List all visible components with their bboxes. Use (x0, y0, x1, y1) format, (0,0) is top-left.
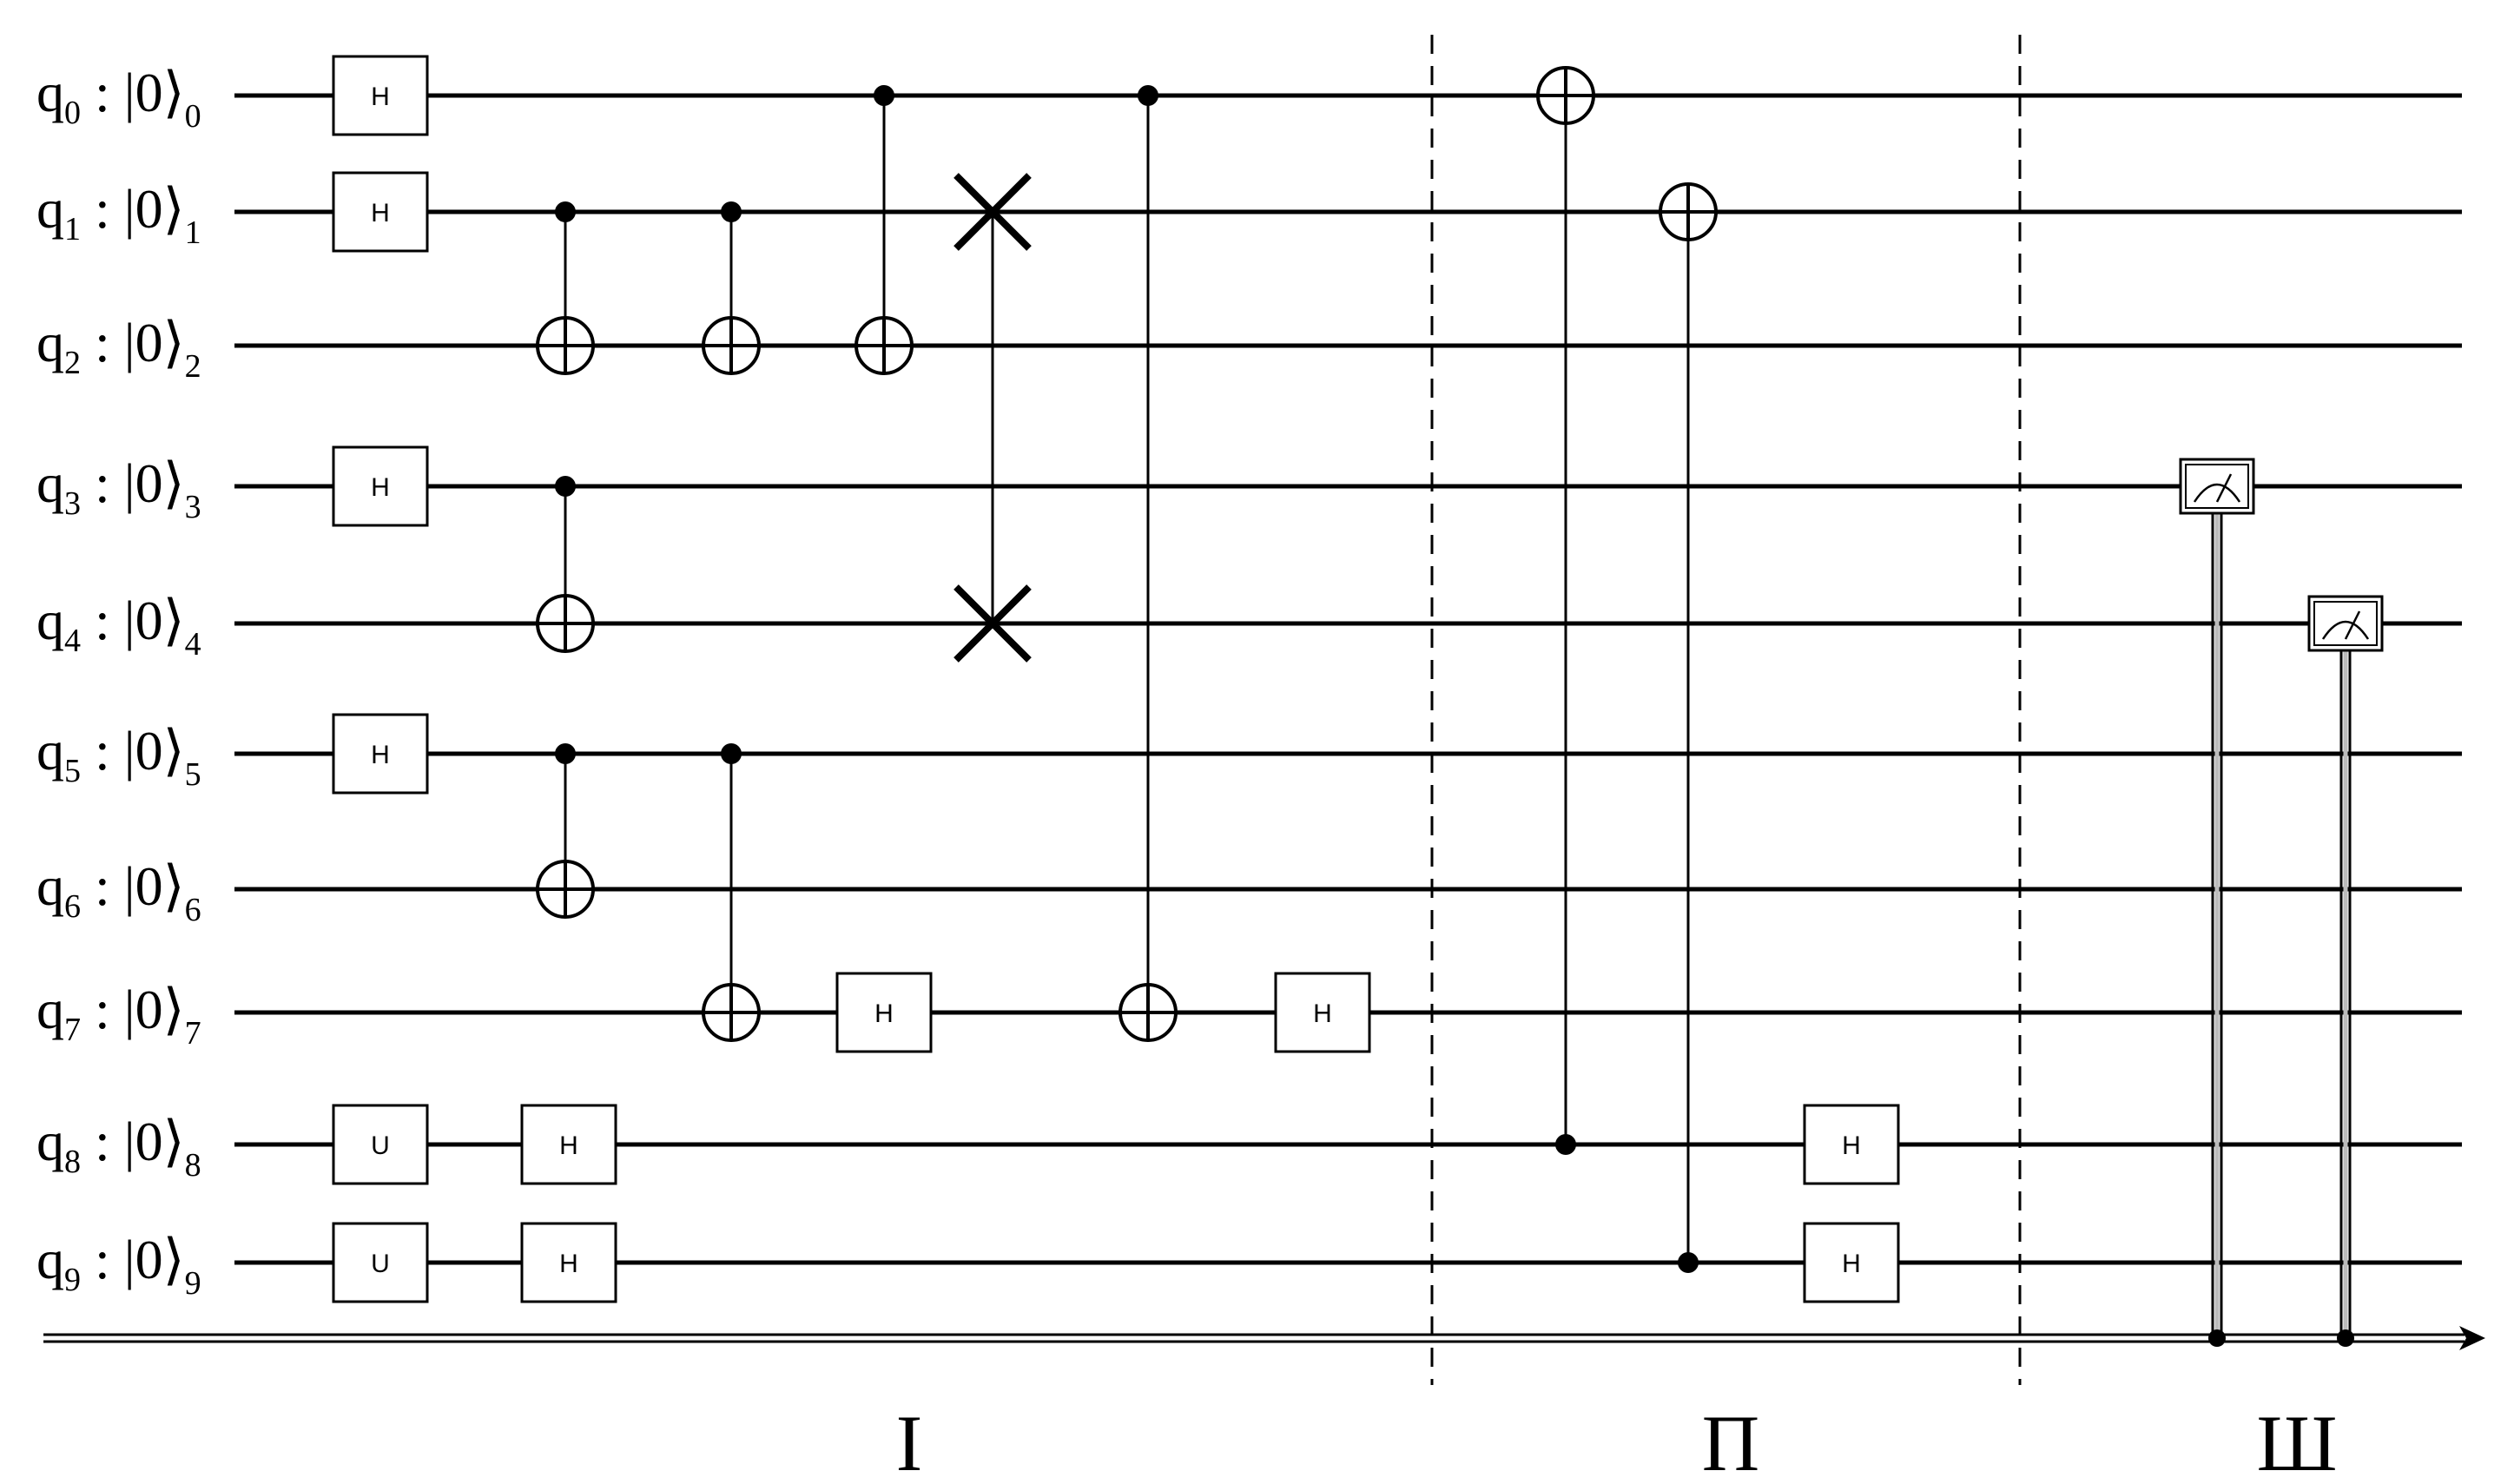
cnot-c1-t2-s3 (536, 201, 595, 375)
gate-label: H (371, 741, 390, 769)
gates: H H H H U U H H H H H H (332, 55, 2384, 1347)
control-dot-icon (555, 201, 576, 222)
meter-box (2179, 458, 2255, 515)
swap-cross-icon (953, 173, 1032, 251)
qubit-label-3: q3 : |0⟩3 (36, 452, 201, 525)
gate-box (1274, 972, 1371, 1053)
qubit-label-7: q7 : |0⟩7 (36, 979, 201, 1052)
gate-label: H (371, 199, 390, 228)
control-dot-icon (1138, 85, 1158, 106)
gate-h-q8-s2: H (520, 1104, 617, 1185)
meter-needle-icon (2215, 473, 2233, 503)
gate-label: H (874, 999, 894, 1028)
gate-box (332, 445, 429, 527)
section-label-3: Ш (2257, 1399, 2338, 1484)
gate-h-q3-s1: H (332, 445, 429, 527)
cnot-c0-t2-s5 (854, 85, 914, 375)
classical-register (43, 1326, 2485, 1350)
swap-cross-icon (953, 584, 1032, 663)
qubit-label-8: q8 : |0⟩8 (36, 1111, 201, 1184)
gate-label: H (559, 1250, 578, 1278)
measure-q3 (2179, 458, 2255, 1347)
control-dot-icon (874, 85, 894, 106)
gate-u-q8-s1: U (332, 1104, 429, 1185)
gate-h-q7-s5: H (835, 972, 933, 1053)
gate-u-q9-s1: U (332, 1222, 429, 1303)
measure-dot-icon (2337, 1329, 2354, 1347)
gate-box (332, 713, 429, 795)
gate-box (332, 1222, 429, 1303)
gate-box (835, 972, 933, 1053)
qubit-label-0: q0 : |0⟩0 (36, 62, 201, 135)
cnot-c9-t1-s10 (1659, 182, 1718, 1273)
control-dot-icon (555, 476, 576, 497)
gate-label: H (1842, 1131, 1861, 1160)
gate-box (1803, 1104, 1900, 1185)
qubit-label-6: q6 : |0⟩6 (36, 855, 201, 928)
section-label-1: I (896, 1399, 923, 1484)
gate-label: H (1313, 999, 1332, 1028)
cnot-c3-t4-s3 (536, 476, 595, 653)
barriers (1430, 35, 2022, 1385)
meter-arc-icon (2193, 483, 2241, 503)
swap-q1-q4 (953, 173, 1032, 663)
cnot-c5-t6-s3 (536, 743, 595, 919)
gate-label: U (371, 1250, 390, 1278)
qubit-label-9: q9 : |0⟩9 (36, 1229, 201, 1302)
control-dot-icon (721, 201, 742, 222)
gate-label: H (371, 473, 390, 502)
meter-inner (2313, 601, 2378, 646)
gate-box (520, 1104, 617, 1185)
classical-arrow-icon (2459, 1326, 2485, 1350)
qubit-label-5: q5 : |0⟩5 (36, 720, 201, 793)
section-label-2: Π (1702, 1399, 1759, 1484)
control-dot-icon (1678, 1252, 1699, 1273)
gate-h-q0-s1: H (332, 55, 429, 136)
gate-h-q9-s2: H (520, 1222, 617, 1303)
control-dot-icon (721, 743, 742, 764)
meter-box (2307, 595, 2384, 652)
gate-h-q7-s8: H (1274, 972, 1371, 1053)
gate-h-q1-s1: H (332, 171, 429, 253)
control-dot-icon (1555, 1134, 1576, 1155)
qubit-labels: q0 : |0⟩0 q1 : |0⟩1 q2 : |0⟩2 q3 : |0⟩3 q4 :… (36, 62, 201, 1302)
qubit-label-4: q4 : |0⟩4 (36, 590, 201, 663)
gate-box (332, 1104, 429, 1185)
gate-label: H (371, 82, 390, 111)
gate-label: H (1842, 1250, 1861, 1278)
gate-box (332, 171, 429, 253)
control-dot-icon (555, 743, 576, 764)
meter-inner (2185, 464, 2249, 509)
cnot-c5-t7-s4 (702, 743, 761, 1042)
measure-q4 (2307, 595, 2384, 1347)
gate-h-q5-s1: H (332, 713, 429, 795)
gate-label: H (559, 1131, 578, 1160)
gate-connectors (536, 66, 1718, 1273)
meter-needle-icon (2344, 610, 2361, 640)
gate-box (332, 55, 429, 136)
meter-arc-icon (2321, 620, 2370, 640)
qubit-label-2: q2 : |0⟩2 (36, 312, 201, 385)
gate-box (520, 1222, 617, 1303)
gate-h-q8-s11: H (1803, 1104, 1900, 1185)
cnot-c0-t7-s7 (1118, 85, 1178, 1042)
gate-label: U (371, 1131, 390, 1160)
cnot-c1-t2-s4 (702, 201, 761, 375)
gate-box (1803, 1222, 1900, 1303)
gate-h-q9-s11: H (1803, 1222, 1900, 1303)
measure-dot-icon (2208, 1329, 2226, 1347)
qubit-label-1: q1 : |0⟩1 (36, 178, 201, 251)
cnot-c8-t0-s9 (1536, 66, 1595, 1155)
qubit-wires (234, 93, 2462, 1265)
